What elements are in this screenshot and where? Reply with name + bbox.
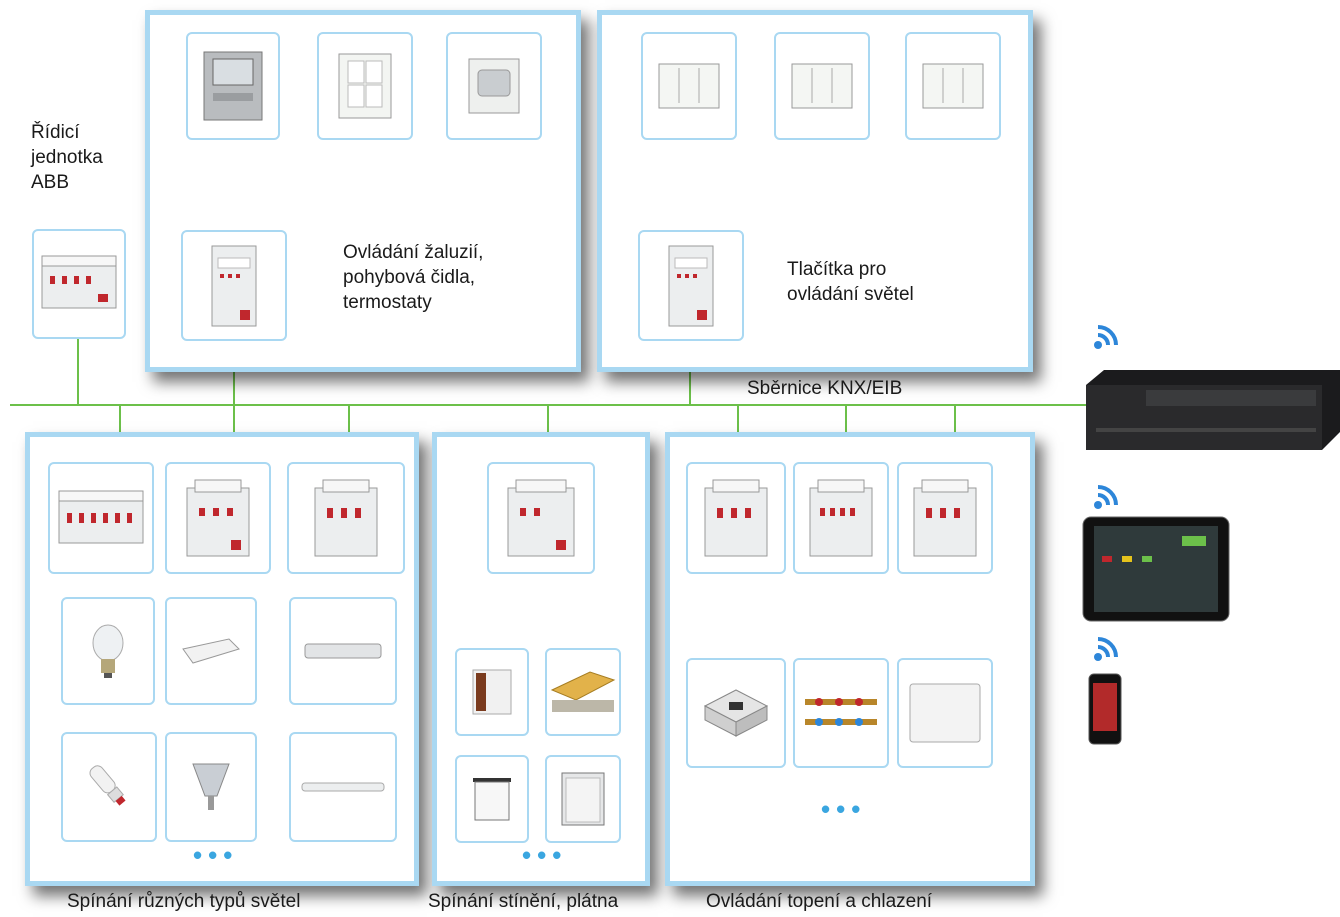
bulb-icon [92, 624, 124, 678]
light-actuator-2 [165, 462, 271, 574]
button-device-2 [774, 32, 870, 140]
light-device-ballast [289, 597, 397, 705]
label-line: termostaty [343, 292, 432, 313]
label-line: Tlačítka pro [787, 259, 887, 280]
hvac-caption: Ovládání topení a chlazení [706, 891, 933, 912]
button-device-1 [641, 32, 737, 140]
cfl-bulb-icon [89, 765, 126, 806]
light-switch-icon [922, 63, 984, 109]
more-indicator: ••• [522, 840, 568, 870]
hvac-manifold [793, 658, 889, 768]
light-device-halogen [165, 732, 257, 842]
phone-icon [1088, 673, 1122, 745]
cassette-ac-icon [703, 689, 769, 737]
blinds-icon [472, 669, 512, 715]
lights-caption: Spínání různých typů světel [67, 891, 301, 912]
wifi-icon [1094, 637, 1118, 661]
din-actuator-icon [809, 479, 873, 557]
shading-shutter [545, 755, 621, 843]
din-actuator-icon [704, 479, 768, 557]
label-line: jednotka [31, 147, 103, 168]
shading-actuator [487, 462, 595, 574]
label-line: ovládání světel [787, 284, 914, 305]
light-switch-icon [791, 63, 853, 109]
awning-icon [550, 671, 616, 712]
switch-panel-device [317, 32, 413, 140]
motion-sensor-device [446, 32, 542, 140]
hvac-actuator-1 [686, 462, 786, 574]
shading-caption: Spínání stínění, plátna [428, 891, 619, 912]
light-device-tube [289, 732, 397, 842]
wifi-icon [1094, 485, 1118, 509]
button-interface-device [638, 230, 744, 341]
radiator-icon [909, 683, 981, 743]
hvac-cassette-unit [686, 658, 786, 768]
light-switch-icon [658, 63, 720, 109]
wifi-icon [1094, 325, 1118, 349]
hvac-actuator-2 [793, 462, 889, 574]
din-actuator-icon [913, 479, 977, 557]
shading-blinds [455, 648, 529, 736]
din-actuator-icon [314, 479, 378, 557]
roller-shutter-icon [561, 772, 605, 826]
control-unit-device [32, 229, 126, 339]
din-module-icon [211, 245, 257, 326]
hvac-radiator [897, 658, 993, 768]
din-actuator-icon [58, 490, 144, 544]
hvac-actuator-3 [897, 462, 993, 574]
halogen-icon [192, 763, 230, 810]
label-line: ABB [31, 172, 70, 193]
shading-awning [545, 648, 621, 736]
thermostat-icon [203, 51, 263, 121]
amx-controller-icon [1086, 370, 1340, 450]
sensor-interface-device [181, 230, 287, 341]
din-module-icon [668, 245, 714, 326]
tablet-icon [1082, 516, 1230, 622]
more-indicator: ••• [821, 794, 867, 824]
light-device-driver [165, 597, 257, 705]
shading-screen [455, 755, 529, 843]
light-device-bulb [61, 597, 155, 705]
thermostat-device [186, 32, 280, 140]
more-indicator: ••• [193, 840, 239, 870]
buttons-panel-text: Tlačítka pro ovládání světel [787, 257, 914, 307]
din-actuator-icon [507, 479, 575, 557]
switch-panel-icon [338, 53, 392, 119]
light-actuator-3 [287, 462, 405, 574]
control-unit-label: Řídicí jednotka ABB [31, 120, 103, 195]
light-actuator-1 [48, 462, 154, 574]
button-device-3 [905, 32, 1001, 140]
sensors-panel-text: Ovládání žaluzií, pohybová čidla, termos… [343, 240, 483, 315]
label-line: Řídicí [31, 122, 80, 143]
din-actuator-icon [186, 479, 250, 557]
projection-screen-icon [473, 778, 511, 821]
bus-label: Sběrnice KNX/EIB [747, 378, 903, 399]
fluorescent-tube-icon [301, 782, 385, 792]
din-actuator-icon [41, 255, 117, 309]
motion-sensor-icon [468, 58, 520, 114]
light-device-cfl [61, 732, 157, 842]
label-line: Ovládání žaluzií, [343, 242, 484, 263]
label-line: pohybová čidla, [343, 267, 476, 288]
manifold-icon [805, 698, 877, 726]
led-driver-icon [182, 638, 240, 664]
ballast-icon [304, 643, 382, 659]
